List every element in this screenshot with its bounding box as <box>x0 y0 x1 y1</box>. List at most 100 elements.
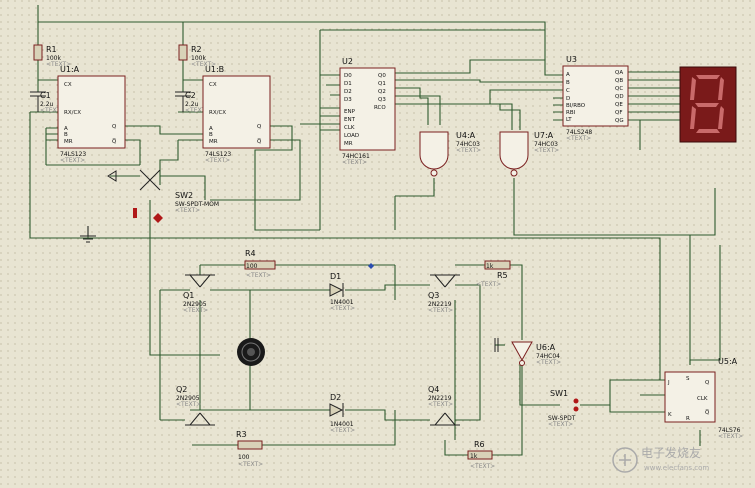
r1-text: <TEXT> <box>46 61 71 68</box>
transistor-q2[interactable]: Q2 2N2905 <TEXT> <box>176 385 215 426</box>
u3-pin-qb: QB <box>615 78 623 84</box>
u2-pin-load: LOAD <box>344 133 359 139</box>
u1a-pin-qbar: Q̅ <box>112 138 117 145</box>
u6a-label: U6:A <box>536 343 556 352</box>
sw1-label: SW1 <box>550 389 568 398</box>
q4-part: 2N2219 <box>428 395 452 402</box>
u1b-label: U1:B <box>205 65 224 74</box>
resistor-r2[interactable]: R2 100k <TEXT> <box>178 44 216 68</box>
r3-value: 100 <box>238 454 250 461</box>
r6-label: R6 <box>474 440 485 449</box>
gate-u4a-nand[interactable]: U4:A 74HC03 <TEXT> <box>419 131 481 177</box>
c1-value: 2.2u <box>40 101 54 108</box>
ic-u2-74hc161[interactable]: U2 D0 D1 D2 D3 ENP ENT CLK LOAD MR Q0 Q1… <box>339 57 396 166</box>
u1b-part: 74LS123 <box>205 151 231 158</box>
r2-value: 100k <box>191 55 206 62</box>
u3-pin-b: B <box>566 80 570 86</box>
u1a-part: 74LS123 <box>60 151 86 158</box>
resistor-r6[interactable]: R6 1k <TEXT> <box>467 440 495 470</box>
c1-text: <TEXT> <box>40 107 65 114</box>
r1-label: R1 <box>46 45 57 54</box>
ic-u1b-74ls123[interactable]: U1:B CX RX/CX A B MR Q Q̅ 74LS123 <TEXT> <box>202 65 271 164</box>
u7a-text: <TEXT> <box>534 147 559 154</box>
u5a-pin-j: J <box>667 380 670 386</box>
resistor-r4[interactable]: R4 100 <TEXT> <box>244 249 276 279</box>
u2-pin-q1: Q1 <box>378 81 386 87</box>
diode-d2[interactable]: D2 1N4001 <TEXT> <box>329 393 355 434</box>
u2-pin-enp: ENP <box>344 109 356 115</box>
u2-pin-q0: Q0 <box>378 73 386 79</box>
u3-pin-qe: QE <box>615 102 623 108</box>
ic-u5a-74ls76[interactable]: U5:A J K S R CLK Q Q̅ 74LS76 <TEXT> <box>664 357 743 440</box>
watermark-text: 电子发烧友 <box>641 445 701 460</box>
resistor-r1[interactable]: R1 100k <TEXT> <box>33 44 71 68</box>
u3-text: <TEXT> <box>566 135 591 142</box>
capacitor-c1[interactable]: C1 2.2u <TEXT> <box>30 91 65 114</box>
u2-pin-rco: RCO <box>374 105 386 111</box>
gate-u7a-nand[interactable]: U7:A 74HC03 <TEXT> <box>499 131 559 177</box>
u1b-pin-rxcx: RX/CX <box>209 110 226 116</box>
q2-part: 2N2905 <box>176 395 200 402</box>
d1-label: D1 <box>330 272 341 281</box>
u1b-pin-q: Q <box>257 124 262 130</box>
r3-label: R3 <box>236 430 247 439</box>
ic-u3-74ls248[interactable]: U3 A B C D BI/RBO RBI LT QA QB QC QD QE … <box>562 55 629 142</box>
capacitor-c2[interactable]: C2 2.2u <TEXT> <box>175 91 210 114</box>
q4-text: <TEXT> <box>428 401 453 408</box>
u5a-part: 74LS76 <box>718 427 741 434</box>
wires <box>29 5 721 456</box>
u3-pin-c: C <box>566 88 570 94</box>
r1-value: 100k <box>46 55 61 62</box>
sw1-part: SW-SPDT <box>548 415 576 422</box>
u2-pin-d2: D2 <box>344 89 352 95</box>
ic-u1a-74ls123[interactable]: U1:A CX RX/CX A B MR Q Q̅ 74LS123 <TEXT> <box>57 65 126 164</box>
u2-pin-d0: D0 <box>344 73 352 79</box>
transistor-q1[interactable]: Q1 2N2905 <TEXT> <box>183 274 215 314</box>
r4-value: 100 <box>246 263 258 270</box>
c2-value: 2.2u <box>185 101 199 108</box>
u7a-part: 74HC03 <box>534 141 558 148</box>
motor-icon[interactable] <box>237 338 265 366</box>
switch-sw2[interactable]: SW2 SW-SPDT-MOM <TEXT> <box>107 169 219 223</box>
transistor-q3[interactable]: Q3 2N2219 <TEXT> <box>428 274 460 314</box>
u5a-pin-k: K <box>668 412 672 418</box>
r6-value: 1k <box>470 453 478 460</box>
resistor-r5[interactable]: R5 1k <TEXT> <box>476 260 511 288</box>
u6a-part: 74HC04 <box>536 353 560 360</box>
sw2-part: SW-SPDT-MOM <box>175 201 219 208</box>
u3-pin-qc: QC <box>615 86 623 92</box>
q3-label: Q3 <box>428 291 439 300</box>
resistor-r3[interactable]: R3 100 <TEXT> <box>236 430 263 468</box>
u1b-pin-b: B <box>209 132 213 138</box>
u2-label: U2 <box>342 57 353 66</box>
r3-text: <TEXT> <box>238 461 263 468</box>
q2-label: Q2 <box>176 385 187 394</box>
u3-pin-a: A <box>566 72 570 78</box>
seven-segment-display[interactable] <box>679 66 737 143</box>
switch-sw1[interactable]: SW1 SW-SPDT <TEXT> <box>548 389 579 428</box>
u2-pin-q3: Q3 <box>378 97 386 103</box>
u2-pin-d3: D3 <box>344 97 352 103</box>
u2-pin-clk: CLK <box>344 125 355 131</box>
d1-part: 1N4001 <box>330 299 354 306</box>
u3-label: U3 <box>566 55 577 64</box>
u1a-text: <TEXT> <box>60 157 85 164</box>
gate-u6a-inverter[interactable]: U6:A 74HC04 <TEXT> <box>494 338 561 366</box>
u1a-pin-rxcx: RX/CX <box>64 110 81 116</box>
u2-pin-ent: ENT <box>344 117 356 123</box>
u5a-pin-r: R <box>686 416 690 422</box>
sw1-text: <TEXT> <box>548 421 573 428</box>
u5a-text: <TEXT> <box>718 433 743 440</box>
q3-text: <TEXT> <box>428 307 453 314</box>
watermark-url: www.elecfans.com <box>644 464 709 472</box>
diode-d1[interactable]: D1 1N4001 <TEXT> <box>329 272 355 312</box>
u1a-label: U1:A <box>60 65 80 74</box>
u3-pin-rbi: RBI <box>566 110 576 116</box>
u2-pin-d1: D1 <box>344 81 352 87</box>
transistor-q4[interactable]: Q4 2N2219 <TEXT> <box>428 385 460 426</box>
u4a-text: <TEXT> <box>456 147 481 154</box>
d1-text: <TEXT> <box>330 305 355 312</box>
u5a-label: U5:A <box>718 357 738 366</box>
r5-text: <TEXT> <box>476 281 501 288</box>
